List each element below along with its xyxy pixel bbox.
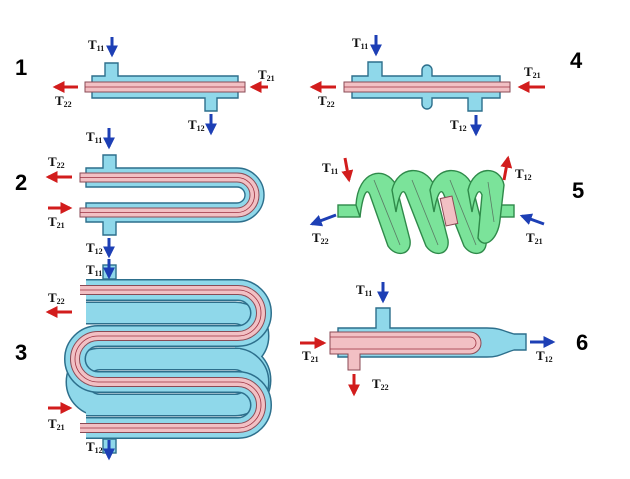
label-t11-5: T11 [322, 160, 338, 176]
exchanger-5: 5 T11 T12 T22 T21 [309, 155, 584, 255]
label-t11-6: T11 [356, 282, 372, 298]
exchanger-1: 1 T11 T21 T22 T12 [15, 37, 275, 136]
diagram-number-1: 1 [15, 55, 27, 80]
exchanger-4: 4 T11 T21 T22 T12 [309, 35, 583, 137]
diagram-number-4: 4 [570, 48, 583, 73]
label-t21-6: T21 [302, 348, 319, 364]
inner-tube-6 [329, 331, 482, 371]
label-t12-6: T12 [536, 348, 553, 364]
label-t21-4: T21 [524, 64, 541, 80]
coil-5 [355, 169, 505, 255]
label-t12-3: T12 [86, 439, 103, 455]
label-t21-2: T21 [48, 214, 65, 230]
arrow-t22-5 [309, 213, 337, 227]
diagram-number-5: 5 [572, 178, 584, 203]
arrow-t11-5 [341, 157, 354, 183]
label-t22-6: T22 [372, 376, 389, 392]
label-t12-2: T12 [86, 240, 103, 256]
label-t12-1: T12 [188, 117, 205, 133]
arrow-t21-5 [519, 213, 545, 226]
label-t22-5: T22 [312, 230, 329, 246]
inner-tube-2 [79, 172, 260, 218]
diagram-number-3: 3 [15, 340, 27, 365]
label-t21-3: T21 [48, 416, 65, 432]
label-t21-5: T21 [526, 230, 543, 246]
label-t22-4: T22 [318, 93, 335, 109]
exchanger-2: 2 T11 T22 T21 T12 [15, 128, 265, 259]
label-t21-1: T21 [258, 67, 275, 83]
label-t22-3: T22 [48, 290, 65, 306]
label-t11-2: T11 [86, 129, 102, 145]
label-t11-3: T11 [86, 262, 102, 278]
label-t11-4: T11 [352, 35, 368, 51]
exchanger-6: 6 T11 T21 T22 T12 [300, 282, 588, 397]
exchanger-3: 3 T11 T22 T21 T12 [15, 259, 272, 461]
label-t12-5: T12 [515, 166, 532, 182]
diagram-number-6: 6 [576, 330, 588, 355]
arrow-t12-5 [500, 155, 513, 181]
diagram-number-2: 2 [15, 170, 27, 195]
label-t12-4: T12 [450, 117, 467, 133]
label-t22-1: T22 [55, 93, 72, 109]
shell-2 [85, 154, 265, 236]
label-t22-2: T22 [48, 154, 65, 170]
label-t11-1: T11 [88, 37, 104, 53]
